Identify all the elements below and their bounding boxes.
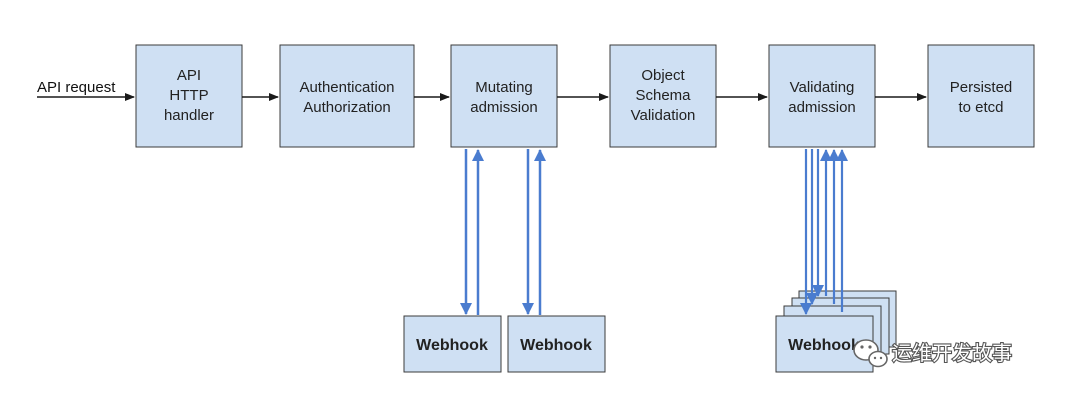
stage-label-line: to etcd (958, 99, 1003, 116)
stage-box (609, 44, 717, 148)
stage-label-line: admission (788, 99, 856, 116)
stage-label-line: HTTP (169, 87, 208, 104)
stage-label-line: Mutating (475, 79, 533, 96)
stage-validating-admission: Validating admission (768, 44, 876, 148)
stage-box (768, 44, 876, 148)
stage-authentication-authorization: Authentication Authorization (279, 44, 415, 148)
webhook-label: Webhook (416, 337, 488, 354)
watermark-text: 运维开发故事 (892, 341, 1012, 365)
stage-box (927, 44, 1035, 148)
wechat-icon (853, 339, 888, 368)
stage-label-line: Authentication (299, 79, 394, 96)
stage-label-line: Validation (631, 107, 696, 124)
stage-label-line: Authorization (303, 99, 391, 116)
stage-api-http-handler: API HTTP handler (135, 44, 243, 148)
stage-box (135, 44, 243, 148)
stage-box (450, 44, 558, 148)
stage-persisted-to-etcd: Persisted to etcd (927, 44, 1035, 148)
webhook-label: Webhook (520, 337, 592, 354)
webhook-box (403, 315, 502, 373)
stage-label-line: Validating (790, 79, 855, 96)
mutating-webhook-2: Webhook (507, 315, 606, 373)
webhook-box (775, 315, 874, 373)
stage-box (279, 44, 415, 148)
validating-webhook: Webhook (775, 315, 874, 373)
input-label: API request (37, 79, 116, 96)
stage-mutating-admission: Mutating admission (450, 44, 558, 148)
watermark: 运维开发故事 (853, 339, 1013, 368)
stage-label-line: admission (470, 99, 538, 116)
stage-label-line: Persisted (950, 79, 1013, 96)
webhook-box (507, 315, 606, 373)
stage-label-line: Schema (635, 87, 691, 104)
stage-object-schema-validation: Object Schema Validation (609, 44, 717, 148)
mutating-webhook-arrows (460, 149, 546, 315)
webhook-label: Webhook (788, 337, 860, 354)
stage-label-line: Object (641, 67, 685, 84)
stage-label-line: API (177, 67, 201, 84)
stage-label-line: handler (164, 107, 214, 124)
validating-webhook-arrows (800, 149, 848, 315)
mutating-webhook-1: Webhook (403, 315, 502, 373)
